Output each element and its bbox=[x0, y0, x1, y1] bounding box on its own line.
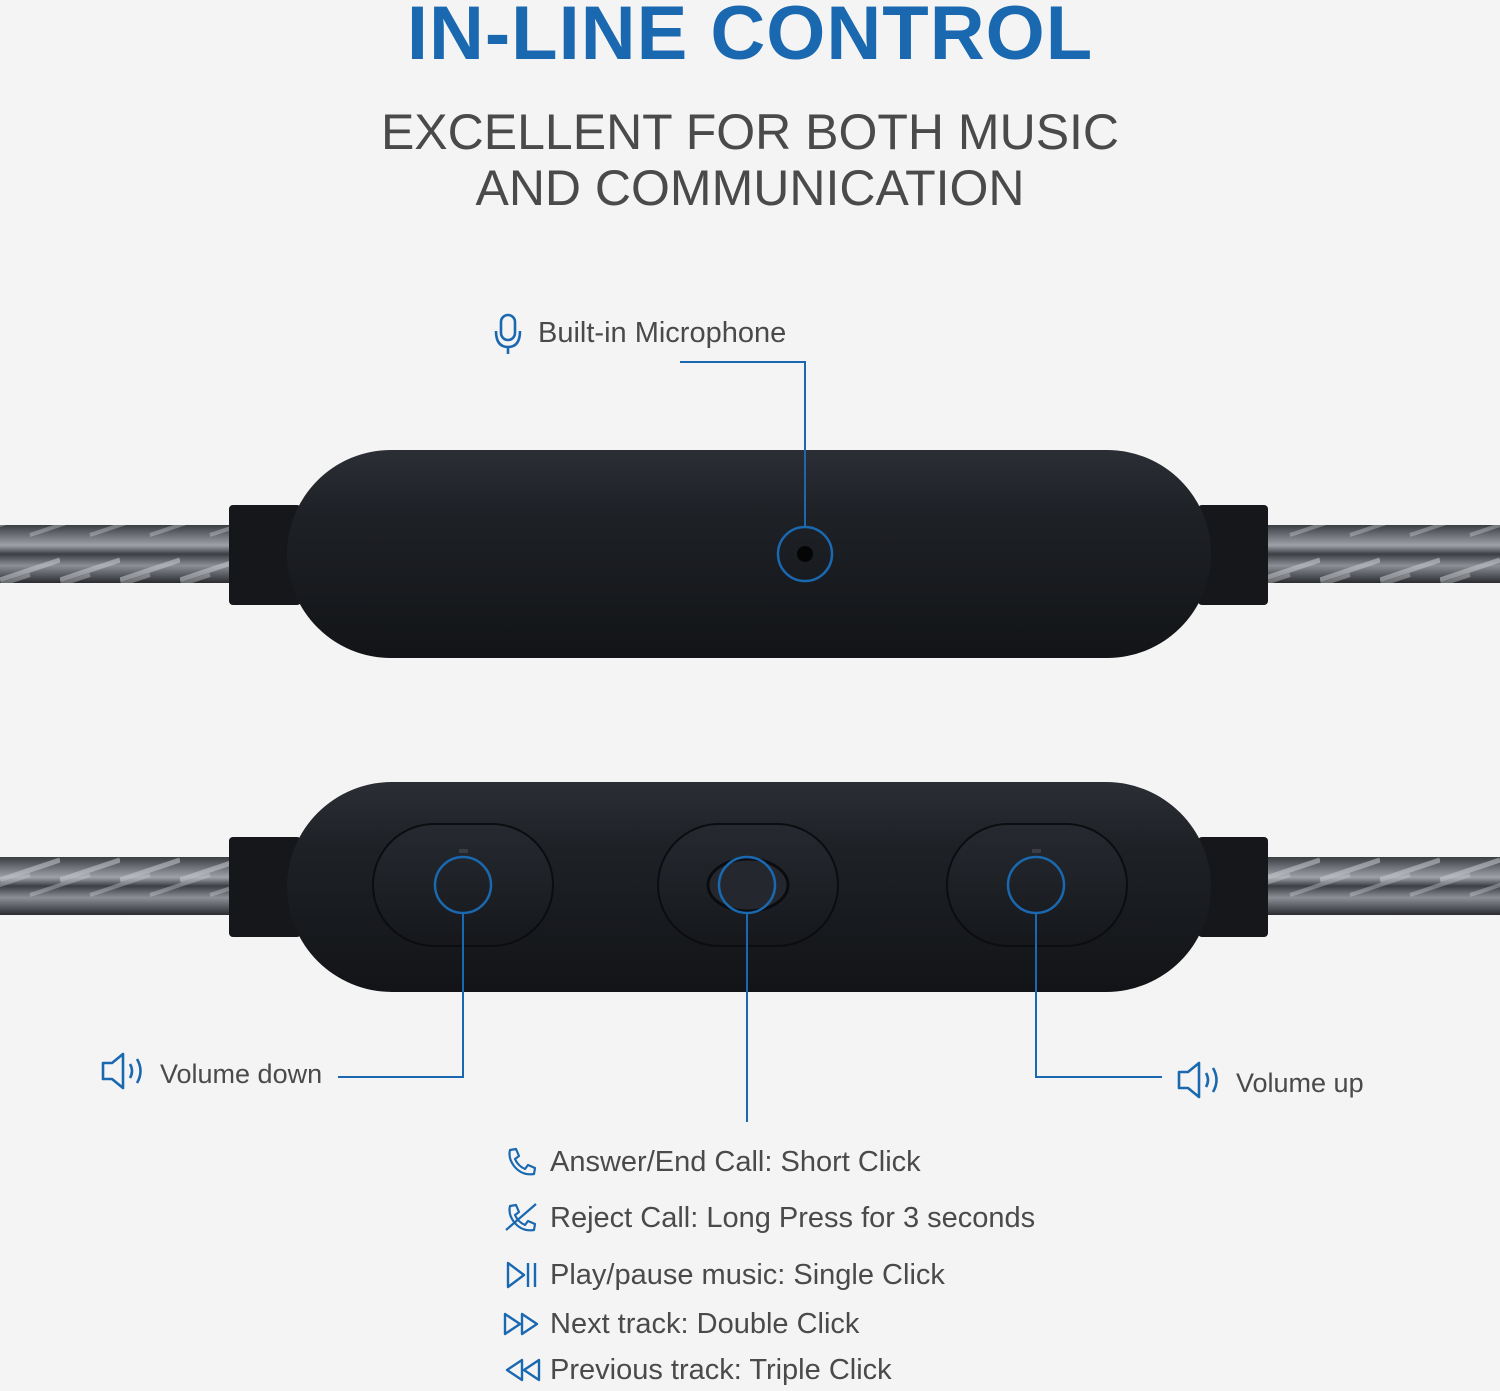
function-answer-end-call: Answer/End Call: Short Click bbox=[502, 1142, 921, 1182]
cable-collar-left-top bbox=[229, 505, 301, 605]
previous-track-icon bbox=[502, 1352, 542, 1388]
remote-bottom bbox=[0, 782, 1500, 992]
function-text: Answer/End Call: Short Click bbox=[550, 1145, 921, 1178]
subtitle-line-2: AND COMMUNICATION bbox=[475, 160, 1025, 216]
function-play-pause: Play/pause music: Single Click bbox=[502, 1255, 945, 1295]
next-track-icon bbox=[502, 1306, 542, 1342]
cable-collar-right-top bbox=[1198, 505, 1268, 605]
function-reject-call: Reject Call: Long Press for 3 seconds bbox=[502, 1198, 1035, 1238]
function-text: Reject Call: Long Press for 3 seconds bbox=[550, 1201, 1036, 1234]
cable-collar-left-bottom bbox=[229, 837, 301, 937]
microphone-icon bbox=[494, 313, 522, 354]
volume-up-leader-line bbox=[1035, 913, 1162, 1078]
play-pause-icon bbox=[502, 1257, 542, 1293]
remote-top bbox=[0, 361, 1500, 658]
volume-up-label: Volume up bbox=[1236, 1068, 1364, 1098]
microphone-leader-line bbox=[680, 361, 806, 527]
function-text: Previous track: Triple Click bbox=[550, 1353, 892, 1386]
microphone-label: Built-in Microphone bbox=[538, 317, 787, 349]
microphone-hole bbox=[797, 546, 813, 562]
function-next-track: Next track: Double Click bbox=[502, 1304, 859, 1344]
volume-up-speaker-icon bbox=[1177, 1061, 1218, 1099]
remote-body-top bbox=[287, 450, 1211, 658]
page-subtitle: EXCELLENT FOR BOTH MUSIC AND COMMUNICATI… bbox=[0, 104, 1500, 216]
function-previous-track: Previous track: Triple Click bbox=[502, 1350, 892, 1390]
cable-collar-right-bottom bbox=[1198, 837, 1268, 937]
volume-down-label: Volume down bbox=[160, 1059, 323, 1089]
function-text: Play/pause music: Single Click bbox=[550, 1258, 945, 1291]
phone-reject-icon bbox=[502, 1200, 542, 1236]
page-title: IN-LINE CONTROL bbox=[406, 0, 1094, 76]
volume-down-speaker-icon bbox=[101, 1052, 142, 1090]
phone-icon bbox=[502, 1144, 542, 1180]
function-text: Next track: Double Click bbox=[550, 1307, 860, 1340]
volume-down-leader-line bbox=[338, 913, 464, 1078]
subtitle-line-1: EXCELLENT FOR BOTH MUSIC bbox=[380, 104, 1120, 160]
